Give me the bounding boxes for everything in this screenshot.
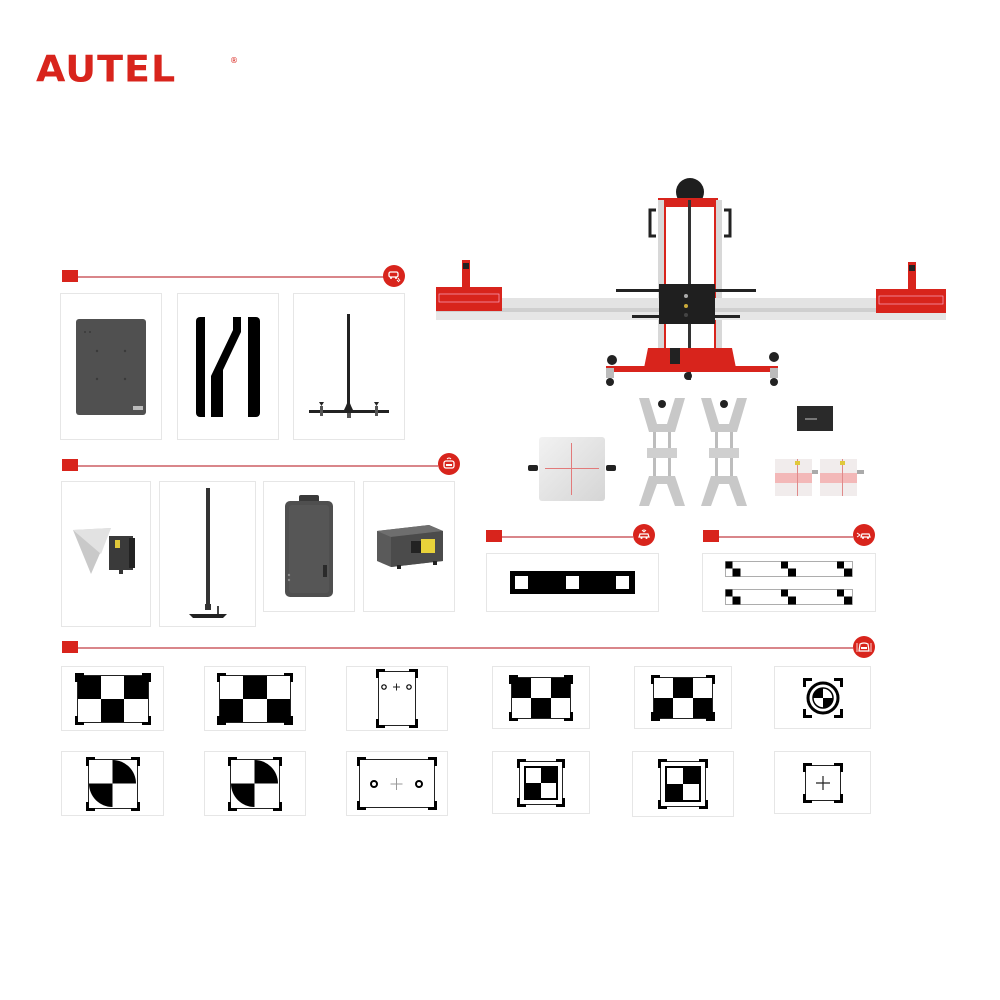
section-1-divider (78, 276, 384, 278)
scale-plate-pin-left (812, 470, 818, 474)
quadrant-target-b (228, 756, 282, 811)
panel-square-checker-b (632, 751, 734, 817)
car-front-camera-icon (853, 636, 875, 658)
scale-plate-pin-right (857, 470, 864, 474)
target-plate-knob-left (528, 465, 538, 471)
circle-quadrant-target (802, 677, 843, 718)
target-stand-icon (309, 313, 389, 418)
checker-target-2x3-c (509, 674, 573, 721)
dark-reflector-plate-icon (76, 318, 146, 415)
section-3-divider (502, 536, 633, 538)
panel-target-stand (293, 293, 405, 440)
section-4-marker (703, 530, 719, 542)
car-side-camera-icon (853, 524, 875, 546)
panel-circle-quadrant (774, 666, 871, 729)
wheel-clamp-right (701, 398, 747, 506)
section-2-divider (78, 465, 438, 467)
checker-target-2x3-a (74, 672, 151, 725)
panel-quadrant-target-a (61, 751, 164, 816)
square-checker-target-b (658, 759, 708, 809)
black-bar-target (510, 571, 635, 594)
panel-cross-target (774, 751, 871, 814)
section-3-marker (486, 530, 502, 542)
section-1-marker (62, 270, 78, 282)
panel-pinhole-portrait (346, 666, 448, 731)
wheel-scale-plate-right (820, 459, 857, 496)
laser-target-plate (539, 437, 605, 501)
section-4-divider (719, 536, 853, 538)
car-signal-icon (633, 524, 655, 546)
car-radar-icon (383, 265, 405, 287)
panel-radar-box (263, 481, 355, 612)
double-checker-strip-icon (725, 560, 853, 605)
checker-target-2x3-d (651, 674, 715, 721)
pinhole-cross-target-portrait (376, 669, 418, 728)
square-checker-target-a (517, 758, 565, 807)
autel-logo: AUTEL (36, 48, 177, 90)
panel-quadrant-target-b (204, 751, 306, 816)
vertical-stand-icon (188, 488, 227, 618)
control-box (797, 406, 833, 431)
panel-laser-device (363, 481, 455, 612)
wheel-scale-plate-left (775, 459, 812, 496)
panel-checker-target-d (634, 666, 732, 729)
cross-target-square (802, 762, 843, 803)
panel-pinhole-landscape (346, 751, 448, 816)
panel-double-checker-strip (702, 553, 876, 612)
car-front-radar-icon (438, 453, 460, 475)
corner-reflector-icon (73, 528, 135, 574)
section-5-marker (62, 641, 78, 653)
panel-dark-reflector-plate (60, 293, 162, 440)
panel-vertical-stand (159, 481, 256, 627)
registered-mark: ® (230, 56, 238, 65)
checker-target-2x3-b (217, 672, 293, 725)
radar-box-icon (285, 494, 333, 597)
section-5-divider (78, 647, 853, 649)
target-plate-knob-right (606, 465, 616, 471)
panel-lane-departure-board (177, 293, 279, 440)
adas-calibration-frame (436, 178, 946, 386)
section-2-marker (62, 459, 78, 471)
lane-pattern-board-icon (196, 316, 260, 417)
panel-square-checker-a (492, 751, 590, 814)
wheel-clamp-left (639, 398, 685, 506)
panel-checker-target-a (61, 666, 164, 731)
panel-corner-reflector (61, 481, 151, 627)
panel-black-bar-target (486, 553, 659, 612)
pinhole-cross-target-landscape (357, 757, 437, 810)
panel-checker-target-c (492, 666, 590, 729)
laser-device-icon (377, 524, 443, 569)
quadrant-target-a (85, 756, 140, 811)
panel-checker-target-b (204, 666, 306, 731)
